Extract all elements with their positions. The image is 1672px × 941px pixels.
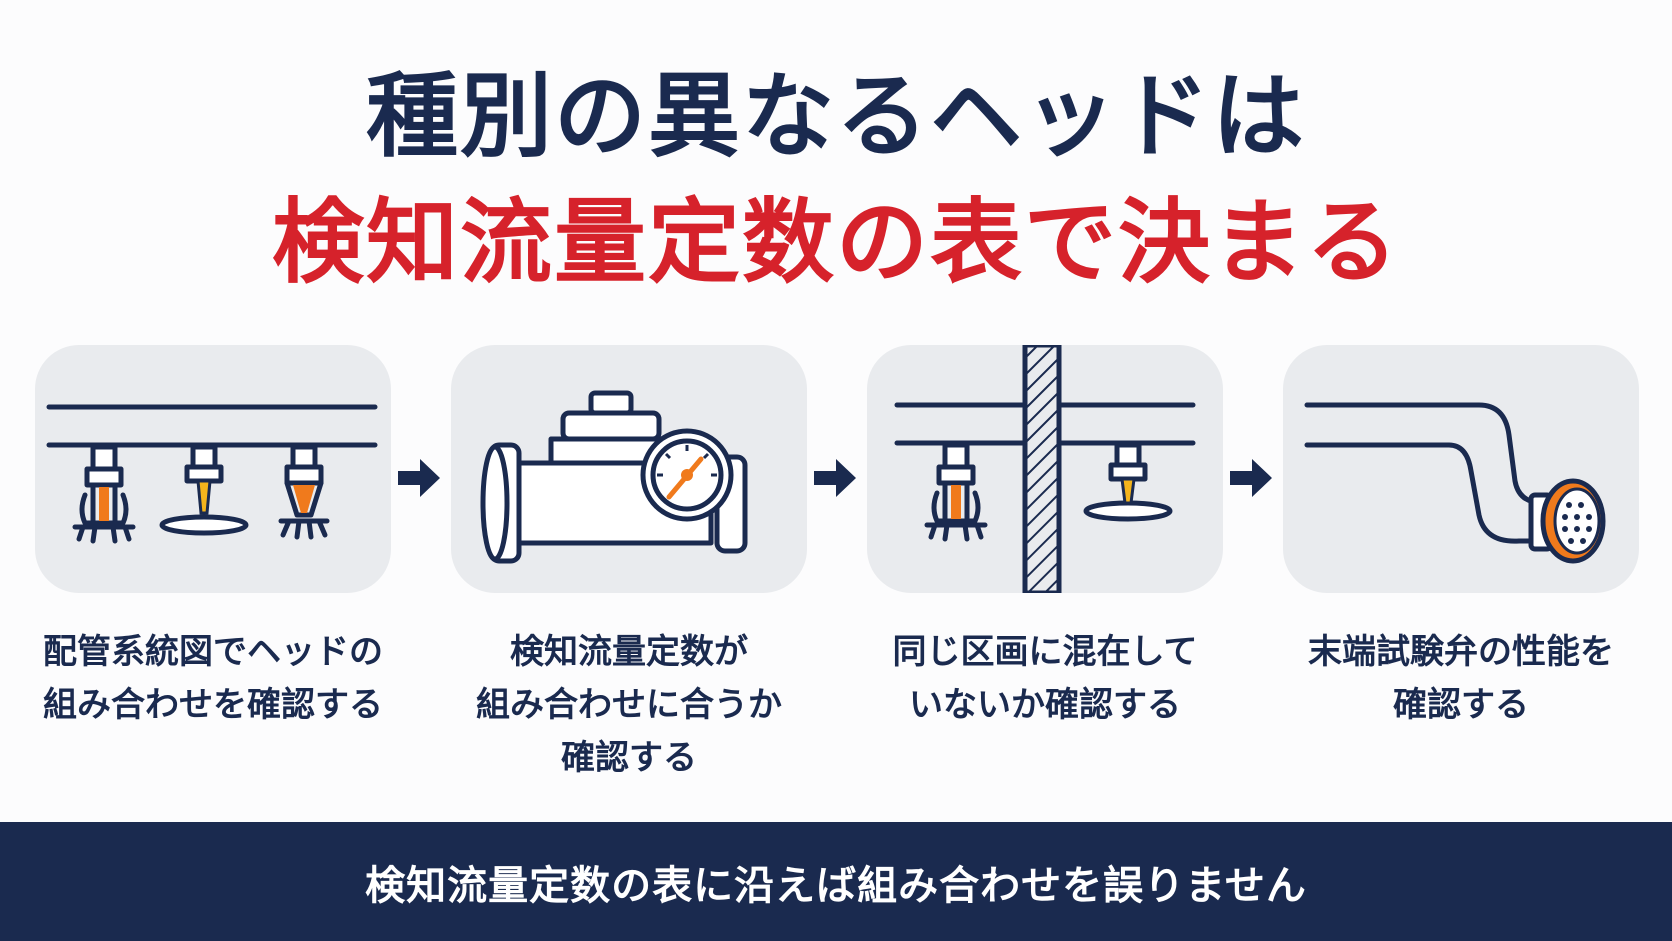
- step-1-caption: 配管系統図でヘッドの 組み合わせを確認する: [43, 632, 383, 725]
- arrow-right-icon: [814, 459, 856, 497]
- step-2-caption: 検知流量定数が 組み合わせに合うか 確認する: [476, 632, 782, 778]
- sprinkler-heads-on-pipe-icon: [46, 404, 378, 544]
- step-3-caption: 同じ区画に混在して いないか確認する: [892, 632, 1198, 725]
- step-1-panel: [35, 345, 391, 593]
- end-test-valve-icon: [1304, 402, 1606, 564]
- zone-wall-sprinklers-icon: [894, 345, 1196, 593]
- step-3-panel: [867, 345, 1223, 593]
- step-2-panel: [451, 345, 807, 593]
- banner-text: 検知流量定数の表に沿えば組み合わせを誤りません: [365, 862, 1307, 909]
- arrow-right-icon: [398, 459, 440, 497]
- step-4-panel: [1283, 345, 1639, 593]
- title-line-2: 検知流量定数の表で決まる: [271, 189, 1400, 296]
- arrow-right-icon: [1230, 459, 1272, 497]
- flow-meter-valve-icon: [480, 390, 748, 564]
- summary-banner: 検知流量定数の表に沿えば組み合わせを誤りません: [0, 822, 1672, 941]
- title-line-1: 種別の異なるヘッドは: [365, 63, 1306, 170]
- step-4-caption: 末端試験弁の性能を 確認する: [1308, 632, 1614, 725]
